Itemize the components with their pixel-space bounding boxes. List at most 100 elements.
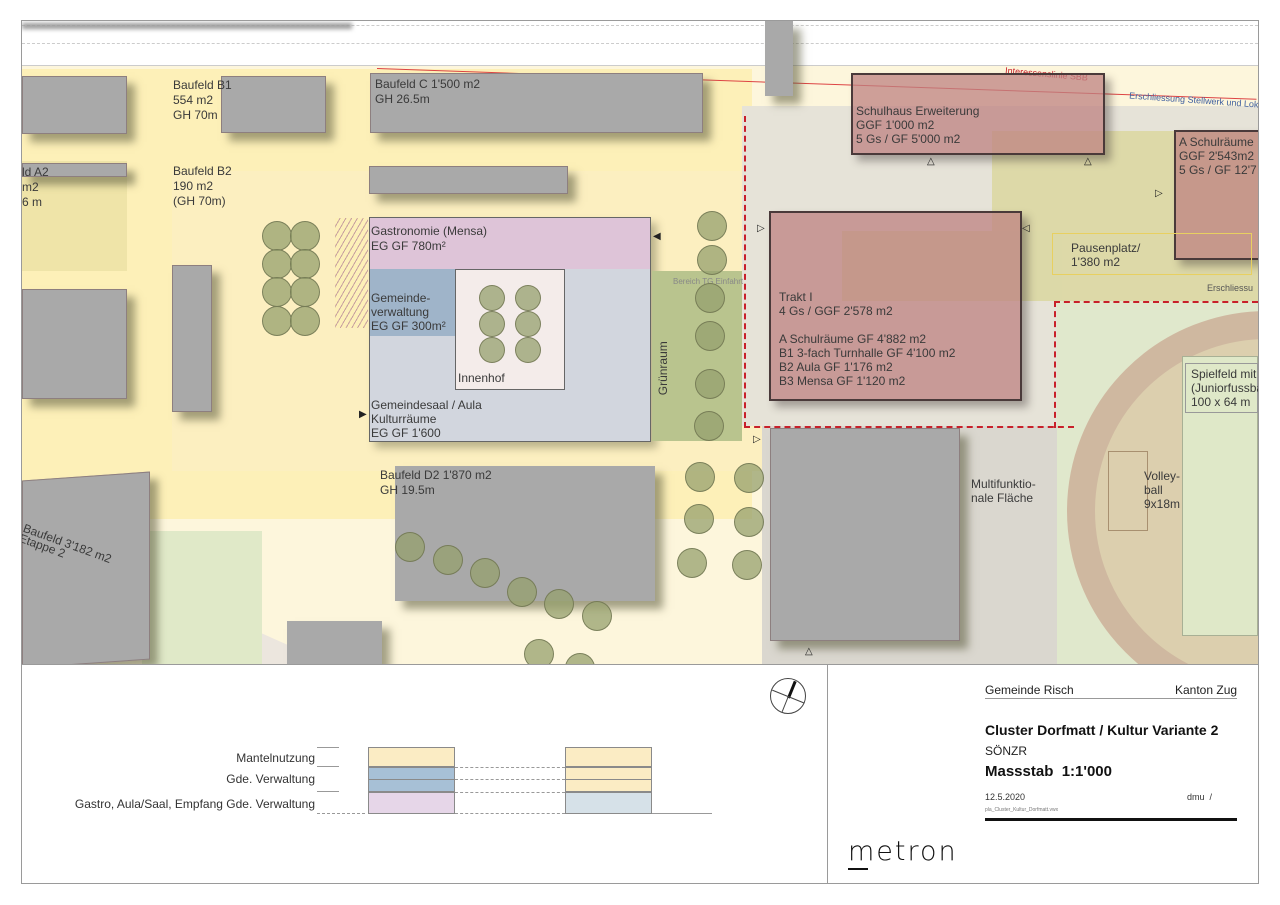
trakt-label-6: B2 Aula GF 1'176 m2 bbox=[779, 360, 893, 374]
tree bbox=[684, 504, 714, 534]
legend-line bbox=[317, 791, 339, 792]
a-schulraeume-label-3: 5 Gs / GF 12'7 bbox=[1179, 163, 1257, 177]
legend-swatch-gastro bbox=[368, 792, 455, 814]
saal-label-2: Kulturräume bbox=[371, 412, 437, 426]
building-bar bbox=[172, 265, 212, 412]
plan-date: 12.5.2020 bbox=[985, 792, 1026, 802]
titleblock-thick-rule bbox=[985, 818, 1237, 821]
access-triangle-icon: ◁ bbox=[1022, 223, 1030, 234]
metron-logo: metron bbox=[848, 836, 958, 870]
tree bbox=[395, 532, 425, 562]
legend-label-mantel: Mantelnutzung bbox=[236, 751, 315, 765]
volleyball-label-1: Volley- bbox=[1144, 469, 1181, 483]
tree bbox=[732, 550, 762, 580]
tree bbox=[262, 221, 292, 251]
gastro-zone bbox=[370, 218, 650, 269]
football-field bbox=[1182, 356, 1258, 636]
access-triangle-icon: ▷ bbox=[1155, 188, 1163, 199]
building-west bbox=[22, 289, 127, 399]
titleblock-rule bbox=[985, 698, 1237, 699]
access-triangle-icon: ▷ bbox=[757, 223, 765, 234]
tg-label: Bereich TG Einfahrt bbox=[673, 277, 744, 286]
rail-line bbox=[22, 43, 1258, 44]
building-south bbox=[287, 621, 382, 664]
perimeter-boundary bbox=[1054, 301, 1056, 428]
tower bbox=[765, 21, 793, 96]
rail-shadow bbox=[22, 23, 352, 29]
kanton-label: Kanton Zug bbox=[1175, 683, 1238, 697]
legend-label-verwaltung: Gde. Verwaltung bbox=[226, 772, 315, 786]
tree bbox=[479, 311, 505, 337]
baufeld-d2-label-2: GH 19.5m bbox=[380, 483, 435, 497]
baufeld-b1-label-1: Baufeld B1 bbox=[173, 78, 232, 92]
legend-line bbox=[455, 813, 565, 814]
pausenplatz-label-2: 1'380 m2 bbox=[1071, 255, 1120, 269]
spielfeld-box bbox=[1185, 363, 1258, 413]
tree bbox=[524, 639, 554, 664]
spielfeld-label-2: (Juniorfussba bbox=[1191, 381, 1258, 395]
plan-subtitle: SÖNZR bbox=[985, 744, 1027, 758]
legend-line bbox=[317, 747, 339, 748]
tree bbox=[734, 463, 764, 493]
pausenplatz-outline bbox=[1052, 233, 1252, 275]
hatched-area bbox=[335, 218, 368, 328]
legend-line bbox=[455, 767, 565, 768]
tree bbox=[290, 221, 320, 251]
tree bbox=[290, 277, 320, 307]
baufeld-b2-label-2: 190 m2 bbox=[173, 179, 214, 193]
legend-line bbox=[317, 766, 339, 767]
building-b1 bbox=[221, 76, 326, 133]
baufeld-b2-label-1: Baufeld B2 bbox=[173, 164, 232, 178]
erweiterung-label-1: Schulhaus Erweiterung bbox=[856, 104, 980, 118]
legend-label-gastro: Gastro, Aula/Saal, Empfang Gde. Verwaltu… bbox=[74, 797, 315, 811]
legend-line bbox=[455, 779, 565, 780]
tree bbox=[479, 285, 505, 311]
a-schulraeume-label-2: GGF 2'543m2 bbox=[1179, 149, 1254, 163]
gastro-label-1: Gastronomie (Mensa) bbox=[371, 224, 488, 238]
multifunktion-label-1: Multifunktio- bbox=[971, 477, 1036, 491]
spielfeld-label-3: 100 x 64 m bbox=[1191, 395, 1251, 409]
tree bbox=[685, 462, 715, 492]
gemeinde-label: Gemeinde Risch bbox=[985, 683, 1074, 697]
baufeld-b2-label-3: (GH 70m) bbox=[173, 194, 226, 208]
tree bbox=[507, 577, 537, 607]
plan-file: pla_Cluster_Kultur_Dorfmatt.vwx bbox=[985, 807, 1059, 813]
a-schulraeume-building bbox=[1174, 130, 1258, 260]
legend-swatch-mantel-2 bbox=[565, 779, 652, 792]
baufeld-c-label-1: Baufeld C 1'500 m2 bbox=[375, 77, 481, 91]
bottom-divider bbox=[22, 664, 1258, 665]
schulhaus-erweiterung bbox=[851, 73, 1105, 155]
multifunktion-label-2: nale Fläche bbox=[971, 491, 1034, 505]
legend-line bbox=[455, 792, 565, 793]
tree bbox=[695, 321, 725, 351]
metron-logo-text: metron bbox=[848, 836, 958, 867]
tree bbox=[470, 558, 500, 588]
tree bbox=[544, 589, 574, 619]
access-triangle-icon: △ bbox=[1084, 156, 1092, 167]
a-schulraeume-label-1: A Schulräume bbox=[1179, 135, 1254, 149]
verwaltung-label-3: EG GF 300m² bbox=[371, 319, 446, 333]
drawing-frame bbox=[21, 20, 1259, 884]
building-a1 bbox=[22, 76, 127, 134]
tree bbox=[290, 249, 320, 279]
sports-hall bbox=[770, 428, 960, 641]
titleblock-divider bbox=[827, 664, 828, 884]
tree bbox=[262, 277, 292, 307]
entrance-arrow-icon: ▶ bbox=[359, 409, 367, 420]
erweiterung-label-3: 5 Gs / GF 5'000 m2 bbox=[856, 132, 961, 146]
saal-label-1: Gemeindesaal / Aula bbox=[371, 398, 482, 412]
tree bbox=[677, 548, 707, 578]
plan-scale: Massstab 1:1'000 bbox=[985, 763, 1112, 780]
baufeld-a2-label-1: ld A2 bbox=[22, 165, 49, 179]
volleyball-label-2: ball bbox=[1144, 483, 1163, 497]
trakt-label-4: A Schulräume GF 4'882 m2 bbox=[779, 332, 927, 346]
volleyball-court bbox=[1108, 451, 1148, 531]
access-triangle-icon: ▷ bbox=[753, 434, 761, 445]
zone-a2 bbox=[22, 161, 127, 271]
tree bbox=[734, 507, 764, 537]
building-c2 bbox=[369, 166, 568, 194]
saal-label-3: EG GF 1'600 bbox=[371, 426, 441, 440]
plan-title: Cluster Dorfmatt / Kultur Variante 2 bbox=[985, 722, 1219, 738]
trakt-label-5: B1 3-fach Turnhalle GF 4'100 m2 bbox=[779, 346, 956, 360]
gastro-label-2: EG GF 780m² bbox=[371, 239, 446, 253]
